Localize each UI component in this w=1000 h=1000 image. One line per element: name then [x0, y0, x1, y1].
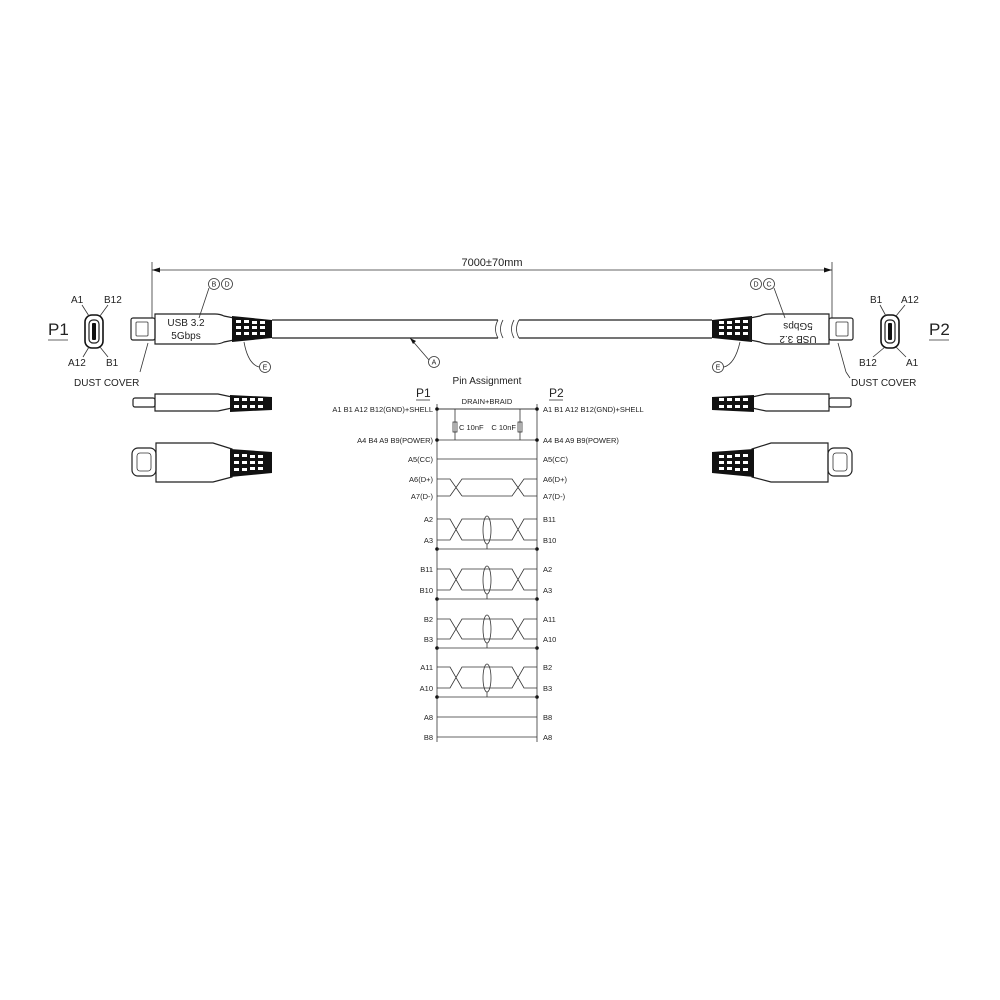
pin-row-left: A1 B1 A12 B12(GND)+SHELL — [332, 405, 433, 414]
pin-row-right: A7(D-) — [543, 492, 566, 501]
pin-row-left: A10 — [420, 684, 433, 693]
p2-pin-b12: B12 — [859, 358, 877, 369]
balloon-d-left: D — [224, 282, 229, 289]
pin-row-left: A11 — [420, 663, 433, 672]
pin-row-left: A6(D+) — [409, 475, 433, 484]
p1-pin-b1: B1 — [106, 358, 119, 369]
pin-row-right: B10 — [543, 536, 556, 545]
pin-row-left: A7(D-) — [411, 492, 434, 501]
balloon-c-right: C — [766, 282, 771, 289]
p1-dust-cover-label: DUST COVER — [74, 378, 139, 389]
p1-pin-a1: A1 — [71, 295, 84, 306]
pin-row-right: B2 — [543, 663, 552, 672]
drain-braid-label: DRAIN+BRAID — [462, 397, 513, 406]
p2-pin-b1: B1 — [870, 295, 883, 306]
right-housing-label-line1: USB 3.2 — [779, 333, 817, 344]
pin-assignment-title: Pin Assignment — [453, 376, 522, 387]
right-housing-label-line2: 5Gbps — [783, 320, 812, 331]
p1-tag: P1 — [48, 320, 69, 339]
pin-row-left: B11 — [420, 565, 433, 574]
length-dimension: 7000±70mm — [151, 257, 833, 318]
pin-row-right: A2 — [543, 565, 552, 574]
pin-row-right: A10 — [543, 635, 556, 644]
cap-left-label: C 10nF — [459, 423, 484, 432]
cable-main: USB 3.2 5Gbps USB 3.2 5Gbps — [130, 313, 854, 345]
left-plug-metal — [130, 317, 156, 341]
p2-dust-cover-label: DUST COVER — [851, 378, 916, 389]
pin-row-left: B10 — [420, 586, 433, 595]
pin-row-right: A3 — [543, 586, 552, 595]
shielded-pair-3 — [437, 614, 537, 649]
p1-end-view: P1 A1 B12 A12 B1 DUST COVER — [48, 295, 149, 389]
callouts: B D D C A E E — [198, 278, 786, 373]
pin-row-right: A1 B1 A12 B12(GND)+SHELL — [543, 405, 644, 414]
left-side-view — [131, 393, 272, 483]
pin-row-right: A8 — [543, 733, 552, 742]
pin-row-right: B8 — [543, 713, 552, 722]
pin-row-left: A8 — [424, 713, 433, 722]
balloon-a: A — [432, 360, 437, 367]
pin-row-left: B3 — [424, 635, 433, 644]
left-housing-label-line2: 5Gbps — [171, 331, 200, 342]
pin-row-right: A5(CC) — [543, 455, 569, 464]
pin-row-right: A11 — [543, 615, 556, 624]
shielded-pair-1 — [437, 515, 537, 550]
length-dimension-text: 7000±70mm — [461, 257, 522, 269]
balloon-b-left: B — [212, 282, 217, 289]
straight-wires — [437, 408, 537, 738]
pin-assignment-schematic: Pin Assignment P1 P2 DRAIN+BRAID C 10nF … — [332, 376, 644, 742]
pin-row-left: B8 — [424, 733, 433, 742]
pin-row-left: A5(CC) — [408, 455, 434, 464]
p1-pin-b12: B12 — [104, 295, 122, 306]
p2-tag: P2 — [929, 320, 950, 339]
p2-pin-a12: A12 — [901, 295, 919, 306]
twisted-pair-data — [437, 478, 537, 497]
schematic-p2-tag: P2 — [549, 386, 564, 400]
pin-row-right: A6(D+) — [543, 475, 567, 484]
right-housing — [749, 313, 830, 345]
left-housing-label-line1: USB 3.2 — [167, 318, 205, 329]
schematic-p1-tag: P1 — [416, 386, 431, 400]
shielded-pair-4 — [437, 663, 537, 698]
pin-row-left: A2 — [424, 515, 433, 524]
pin-row-right: B3 — [543, 684, 552, 693]
right-plug-metal — [828, 317, 854, 341]
shielded-pair-2 — [437, 565, 537, 600]
cap-right-label: C 10nF — [491, 423, 516, 432]
pin-row-left: A4 B4 A9 B9(POWER) — [357, 436, 433, 445]
p1-pin-a12: A12 — [68, 358, 86, 369]
p2-end-view: P2 B1 A12 B12 A1 DUST COVER — [837, 295, 950, 389]
pin-row-left: B2 — [424, 615, 433, 624]
junction-dots — [435, 407, 539, 699]
balloon-e-left: E — [263, 365, 268, 372]
right-side-view — [712, 393, 853, 483]
p2-pin-a1: A1 — [906, 358, 919, 369]
balloon-e-right: E — [716, 365, 721, 372]
pin-row-right: B11 — [543, 515, 556, 524]
pin-row-right: A4 B4 A9 B9(POWER) — [543, 436, 619, 445]
balloon-d-right: D — [753, 282, 758, 289]
pin-row-left: A3 — [424, 536, 433, 545]
